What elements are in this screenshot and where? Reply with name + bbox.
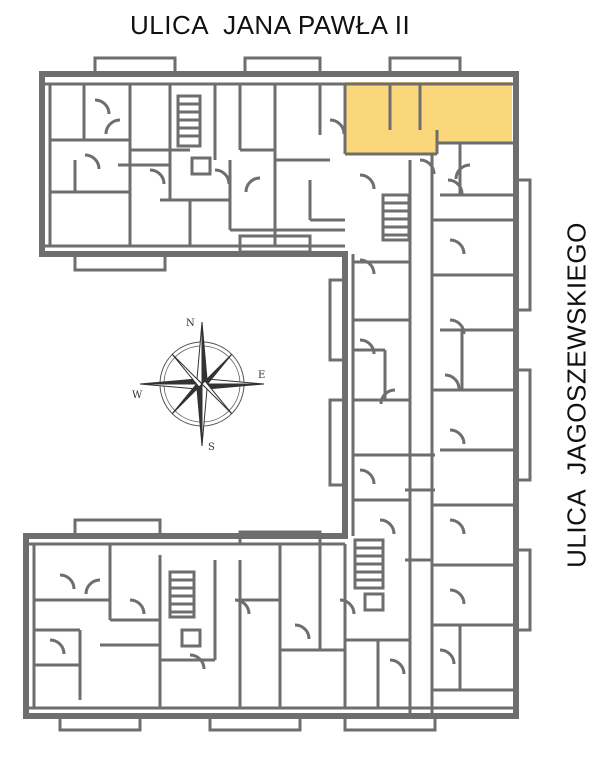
stairwell-bottom-left — [168, 570, 202, 648]
compass-west-label: W — [132, 390, 143, 401]
stairwell-top-left — [176, 94, 212, 176]
stairwell-center — [381, 193, 411, 242]
building-outline — [23, 71, 519, 719]
street-label-top: ULICA JANA PAWŁA II — [130, 10, 411, 40]
compass-north-label: N — [186, 318, 195, 329]
compass-rose-icon: N E S W — [132, 318, 265, 453]
highlighted-apartment[interactable] — [345, 82, 512, 154]
top-wing-walls — [42, 82, 516, 248]
compass-south-label: S — [208, 442, 215, 453]
bottom-wing-walls — [26, 542, 516, 710]
compass-east-label: E — [258, 370, 265, 381]
balconies — [58, 56, 532, 732]
door-swings — [49, 98, 471, 675]
vertical-wing-walls — [351, 154, 516, 716]
stairwell-bottom-right — [353, 538, 385, 612]
